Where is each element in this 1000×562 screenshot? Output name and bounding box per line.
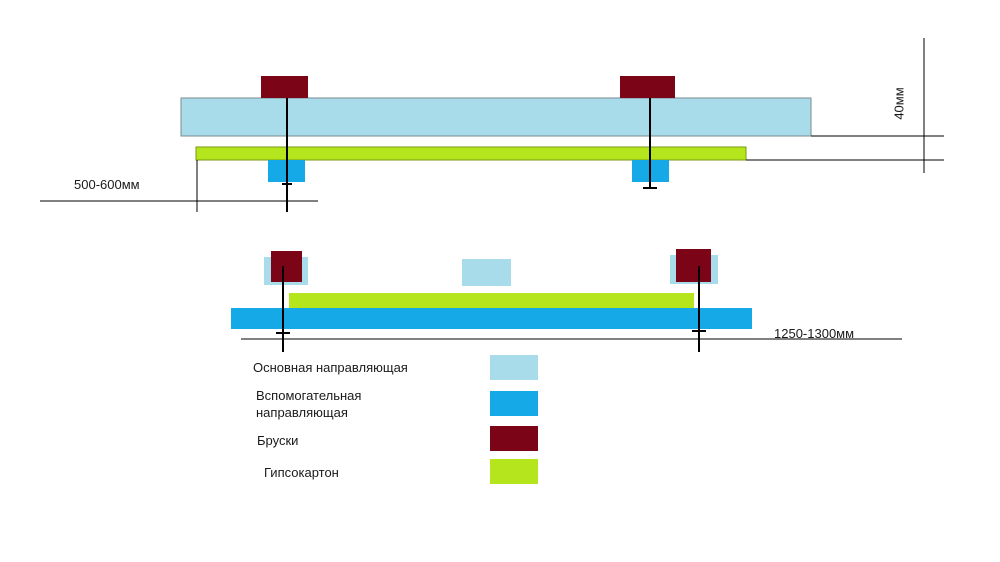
legend-swatch-drywall: [490, 459, 538, 484]
top-view: [40, 38, 944, 212]
legend-swatch-bar: [490, 426, 538, 451]
height-dimension-label: 40мм: [891, 87, 907, 120]
wood-bar: [271, 251, 302, 282]
main-guide: [462, 259, 511, 286]
main-guide: [180, 97, 812, 137]
wood-bar: [620, 76, 675, 98]
wood-bar: [676, 249, 711, 282]
wood-bar: [261, 76, 308, 98]
legend-label-drywall: Гипсокартон: [264, 465, 339, 480]
side-view: [231, 249, 902, 352]
length-dimension-label: 1250-1300мм: [774, 326, 855, 341]
spacing-dimension-label: 500-600мм: [74, 177, 140, 192]
drywall-sheet: [195, 146, 747, 161]
legend-swatch-main-guide: [490, 355, 538, 380]
legend-label-aux-guide: Вспомогательная направляющая: [256, 388, 362, 420]
drywall-sheet: [289, 293, 694, 309]
legend-label-main-guide: Основная направляющая: [253, 360, 408, 375]
legend-swatch-aux-guide: [490, 391, 538, 416]
legend-label-bar: Бруски: [257, 433, 299, 448]
aux-guide: [231, 308, 752, 329]
